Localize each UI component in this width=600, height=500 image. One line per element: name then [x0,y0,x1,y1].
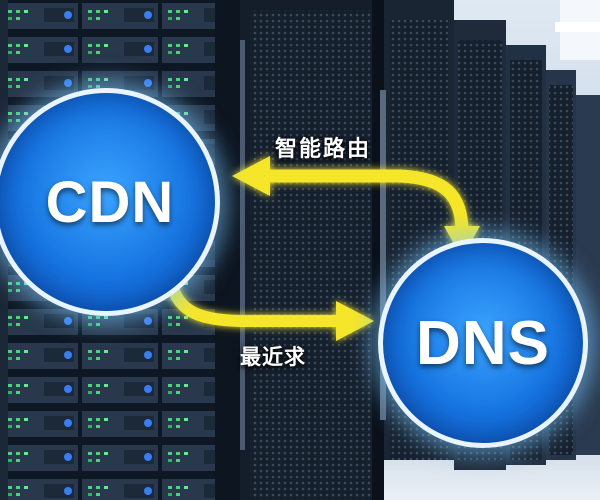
cdn-node: CDN [0,88,220,316]
arrow-cdn-to-dns-head [336,301,374,341]
cdn-node-label: CDN [45,169,175,235]
edge-label-nearest-request: 最近求 [240,345,306,369]
arrow-cdn-to-dns [166,280,374,341]
dns-node: DNS [378,238,588,448]
arrow-dns-to-cdn-line [261,169,469,239]
dns-node-label: DNS [416,308,550,378]
edge-label-smart-routing: 智能路由 [275,137,372,162]
arrow-dns-to-cdn [232,156,480,258]
arrow-dns-to-cdn-head-cdn [232,156,270,196]
arrow-cdn-to-dns-line [166,280,346,327]
